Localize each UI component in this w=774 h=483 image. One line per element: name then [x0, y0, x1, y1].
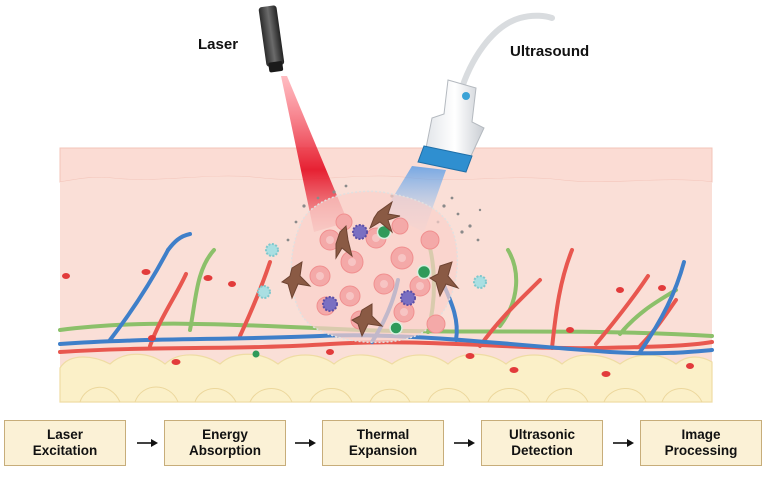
arrow-right-icon: [137, 439, 158, 447]
arrow-right-icon: [295, 439, 316, 447]
step-image-processing: Image Processing: [640, 420, 762, 466]
fat-lobules: [79, 386, 703, 403]
probe-indicator: [462, 92, 470, 100]
step-laser-excitation: Laser Excitation: [4, 420, 126, 466]
laser-device: [258, 5, 285, 73]
green-cell-small: [252, 350, 260, 358]
probe-handle: [425, 79, 485, 159]
red-blood-cells: [62, 269, 694, 377]
ultrasound-label: Ultrasound: [510, 43, 589, 60]
step-ultrasonic-detection: Ultrasonic Detection: [481, 420, 603, 466]
immune-cells-purple: [322, 224, 416, 312]
dendritic-cells-cyan: [257, 243, 487, 299]
laser-label: Laser: [198, 36, 238, 53]
step-energy-absorption: Energy Absorption: [164, 420, 286, 466]
tumor-cell-nuclei: [316, 234, 424, 316]
arrow-right-icon: [613, 439, 634, 447]
laser-beam: [281, 76, 348, 232]
ultrasound-probe: [417, 12, 555, 173]
probe-tip: [417, 145, 473, 173]
process-flow: Laser Excitation Energy Absorption Therm…: [0, 420, 774, 472]
immune-cells-green: [376, 224, 432, 335]
fibroblasts: [280, 200, 460, 338]
probe-cable: [457, 12, 555, 97]
fat-layer: [59, 353, 713, 403]
arrow-right-icon: [454, 439, 475, 447]
step-thermal-expansion: Thermal Expansion: [322, 420, 444, 466]
